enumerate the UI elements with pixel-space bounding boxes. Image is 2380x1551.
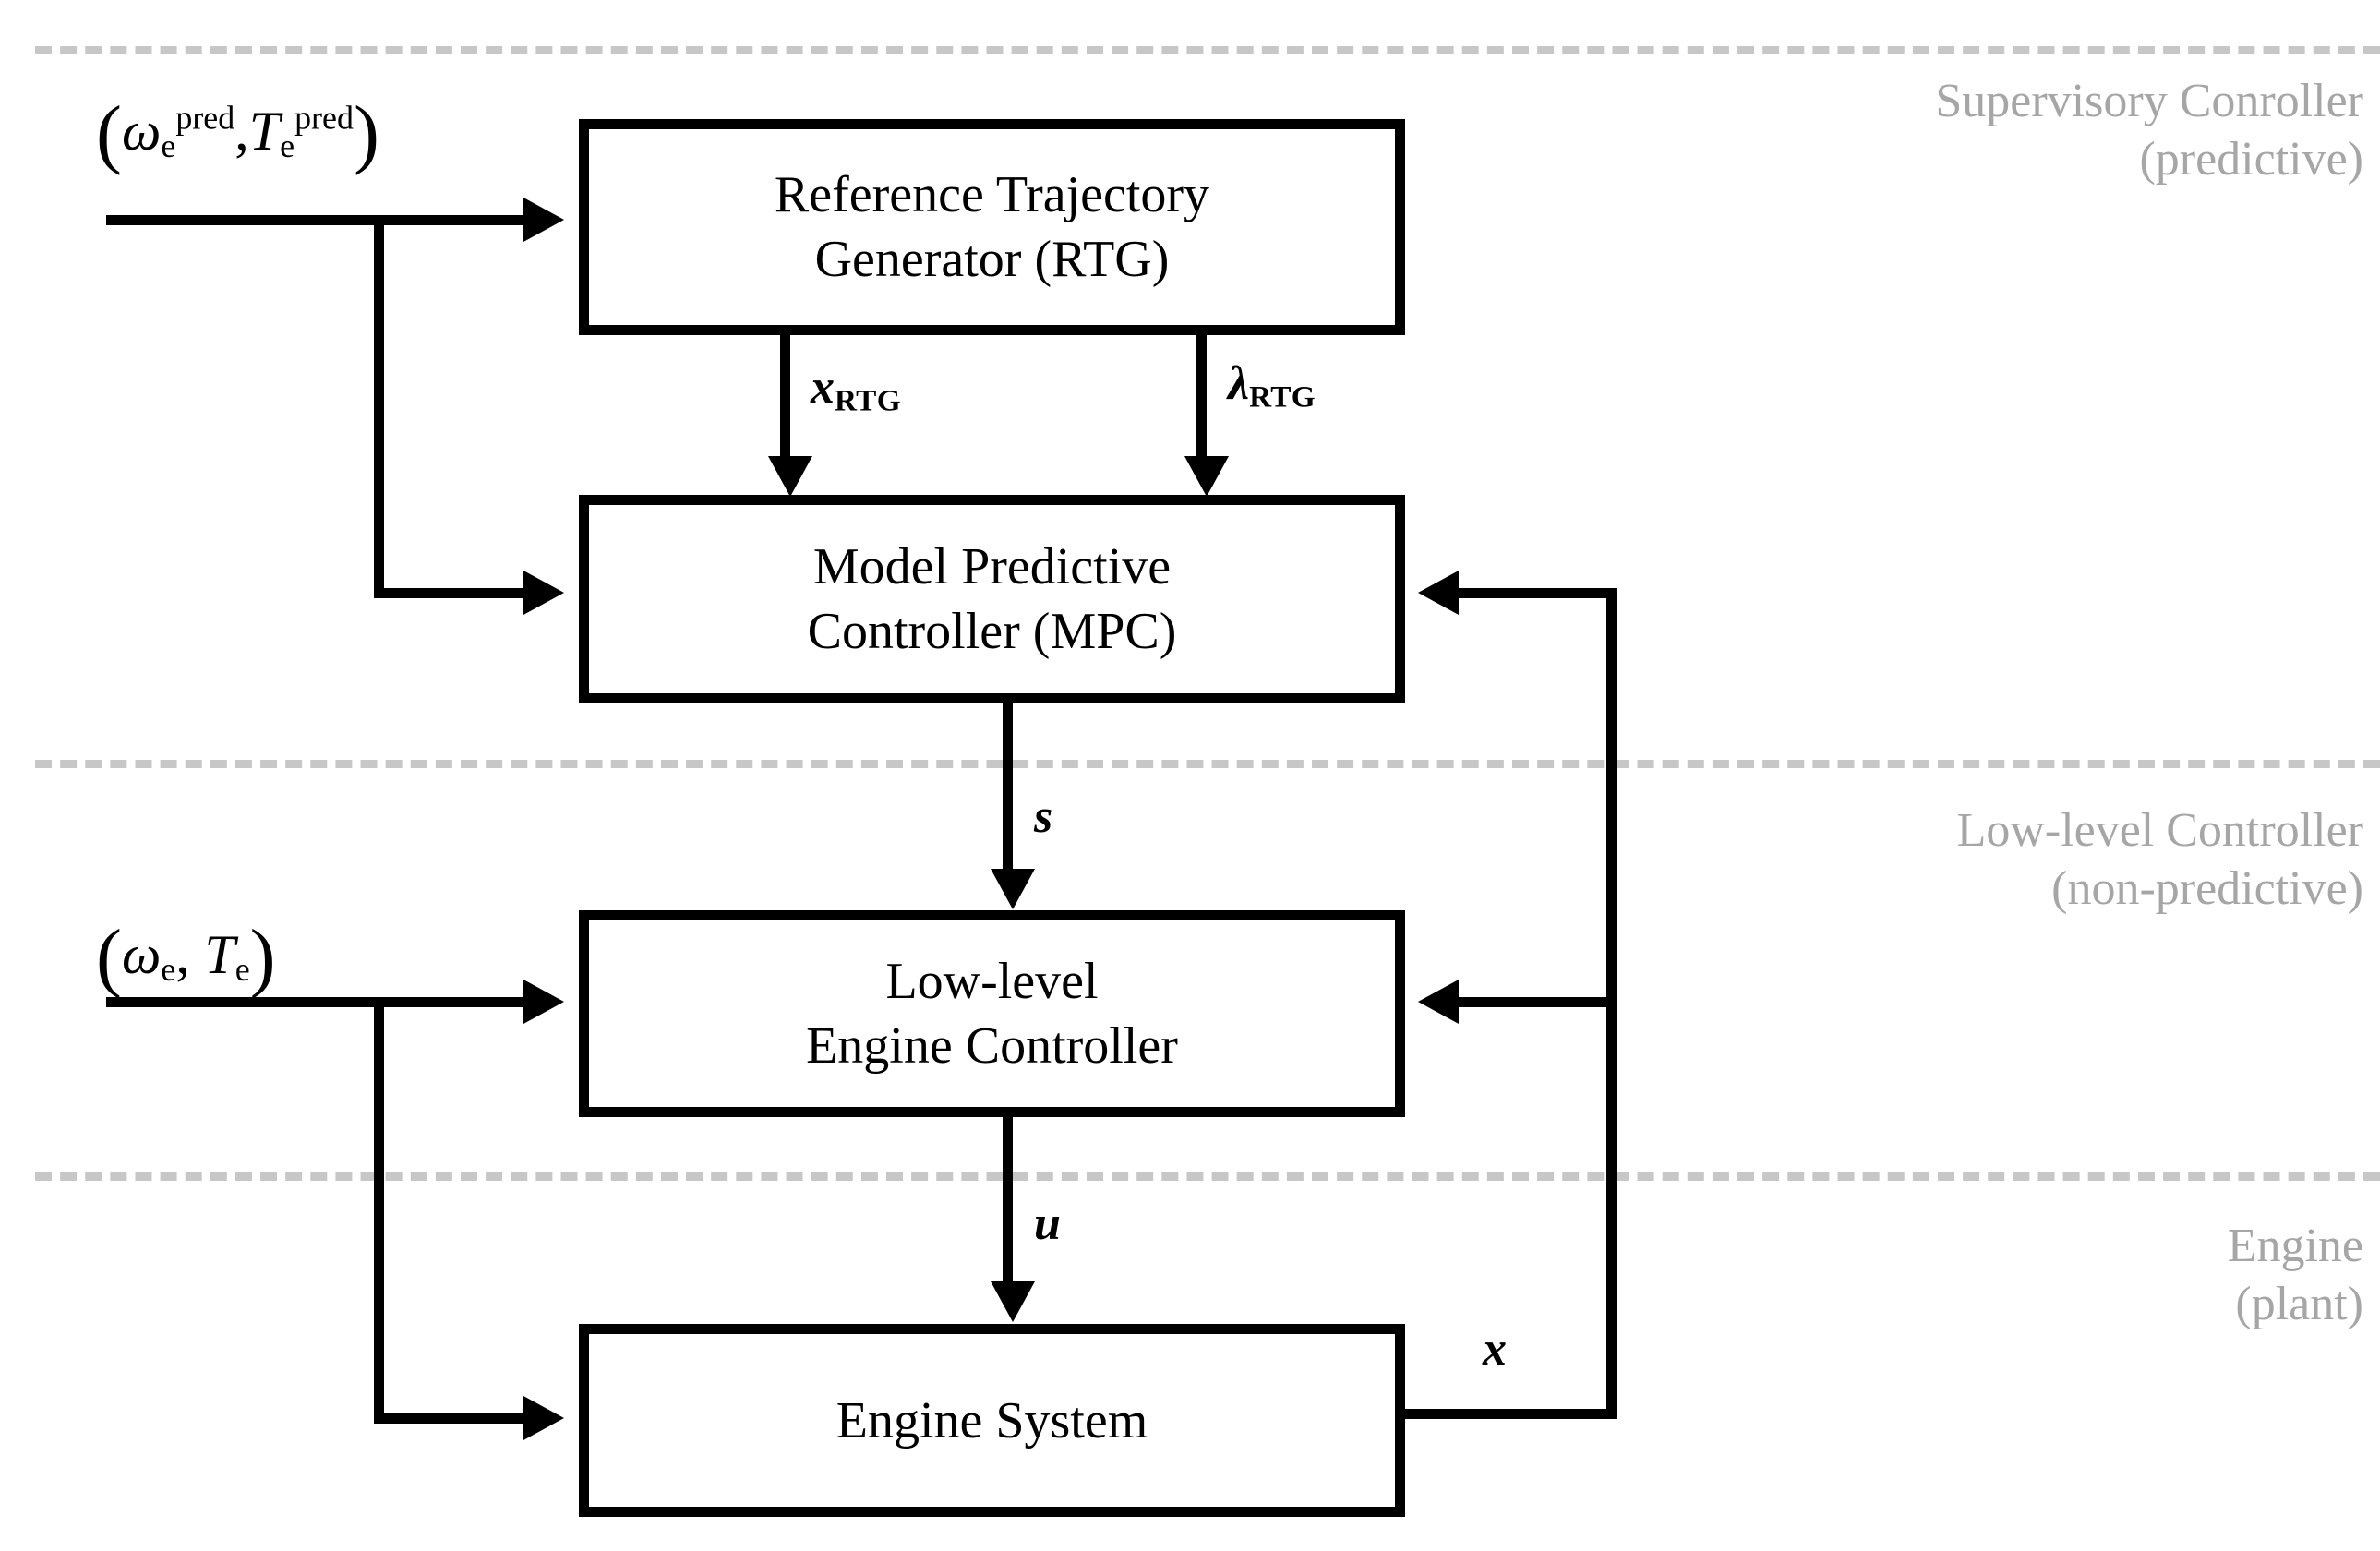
arrowhead-feedback-to-mpc (1418, 571, 1459, 615)
block-mpc-line2: Controller (MPC) (807, 603, 1177, 660)
paren-close-measured: ) (249, 914, 276, 1000)
signal-label-s: s (1034, 789, 1052, 844)
signal-lambda-rtg-symbol: λ (1228, 357, 1250, 410)
layer-note-plant-line1: Engine (2227, 1220, 2363, 1272)
layer-note-lowlevel: Low-level Controller (non-predictive) (1957, 801, 2363, 919)
layer-note-supervisory-line2: (predictive) (2139, 133, 2363, 186)
signal-label-x-rtg: xRTG (811, 360, 901, 418)
signal-x-feedback-symbol: x (1483, 1323, 1507, 1376)
wire-x-rtg (780, 335, 790, 459)
block-low-level-engine-controller[interactable]: Low-level Engine Controller (579, 910, 1405, 1117)
signal-s-symbol: s (1034, 790, 1053, 843)
arrowhead-predicted-to-mpc (523, 571, 564, 615)
arrowhead-predicted-to-rtg (523, 198, 564, 242)
arrowhead-feedback-to-llec (1418, 980, 1459, 1024)
torque-symbol-measured: T (204, 923, 235, 985)
signal-x-rtg-symbol: x (811, 361, 835, 414)
signal-label-u: u (1034, 1196, 1061, 1251)
wire-measured-branch-vertical (374, 997, 384, 1424)
omega-subscript-measured: e (161, 950, 176, 988)
wire-s (1003, 703, 1013, 872)
block-reference-trajectory-generator[interactable]: Reference Trajectory Generator (RTG) (579, 119, 1405, 335)
layer-note-supervisory: Supervisory Conroller (predictive) (1935, 72, 2363, 189)
arrowhead-measured-to-engine (523, 1396, 564, 1440)
wire-feedback-to-llec (1459, 997, 1617, 1007)
arrowhead-s (991, 869, 1035, 909)
layer-note-supervisory-line1: Supervisory Conroller (1935, 75, 2363, 127)
torque-symbol: T (248, 100, 281, 162)
signal-label-lambda-rtg: λRTG (1228, 356, 1316, 415)
wire-predicted-branch-vertical (374, 215, 384, 598)
layer-note-lowlevel-line2: (non-predictive) (2051, 862, 2363, 916)
comma-measured: , (175, 922, 190, 986)
paren-open: ( (96, 90, 122, 176)
omega-subscript: e (161, 126, 176, 164)
signal-u-symbol: u (1034, 1197, 1061, 1250)
divider-lowlevel-plant (35, 1172, 2380, 1181)
signal-x-rtg-subscript: RTG (835, 383, 901, 418)
paren-open-measured: ( (96, 914, 122, 1000)
block-model-predictive-controller[interactable]: Model Predictive Controller (MPC) (579, 495, 1405, 703)
wire-measured-to-llec (106, 997, 523, 1007)
arrowhead-measured-to-llec (523, 980, 564, 1024)
input-label-measured: (ωe, Te) (96, 912, 276, 1002)
wire-feedback-from-engine (1400, 1409, 1617, 1419)
block-rtg-line1: Reference Trajectory (774, 166, 1210, 223)
block-mpc-line1: Model Predictive (812, 538, 1172, 595)
layer-note-plant-line2: (plant) (2235, 1278, 2363, 1331)
omega-superscript: pred (175, 99, 235, 137)
torque-subscript: e (280, 126, 295, 164)
paren-close: ) (353, 90, 379, 176)
signal-label-x-feedback: x (1483, 1322, 1507, 1377)
block-llec-line2: Engine Controller (806, 1017, 1178, 1075)
wire-predicted-to-mpc (374, 588, 523, 598)
layer-note-plant: Engine (plant) (2228, 1217, 2363, 1334)
wire-lambda-rtg (1196, 335, 1207, 459)
block-engine-line1: Engine System (835, 1391, 1148, 1449)
wire-u (1003, 1117, 1013, 1283)
torque-superscript: pred (294, 99, 354, 137)
wire-measured-to-engine (374, 1413, 523, 1424)
input-label-predicted: (ωepred,Tepred) (96, 89, 379, 178)
arrowhead-x-rtg (768, 456, 812, 497)
torque-subscript-measured: e (234, 950, 250, 988)
arrowhead-u (991, 1281, 1035, 1322)
layer-note-lowlevel-line1: Low-level Controller (1956, 804, 2363, 857)
wire-feedback-to-mpc (1459, 588, 1617, 598)
divider-supervisory-lowlevel (35, 760, 2380, 768)
omega-symbol-measured: ω (121, 923, 162, 985)
block-rtg-line2: Generator (RTG) (814, 231, 1170, 288)
arrowhead-lambda-rtg (1184, 456, 1229, 497)
block-engine-system[interactable]: Engine System (579, 1324, 1405, 1517)
wire-predicted-to-rtg (106, 215, 523, 225)
block-llec-line1: Low-level (885, 953, 1099, 1010)
signal-lambda-rtg-subscript: RTG (1249, 379, 1316, 415)
comma: , (234, 99, 249, 162)
omega-symbol: ω (121, 100, 162, 162)
divider-supervisory-lowlevel-top (35, 46, 2380, 54)
